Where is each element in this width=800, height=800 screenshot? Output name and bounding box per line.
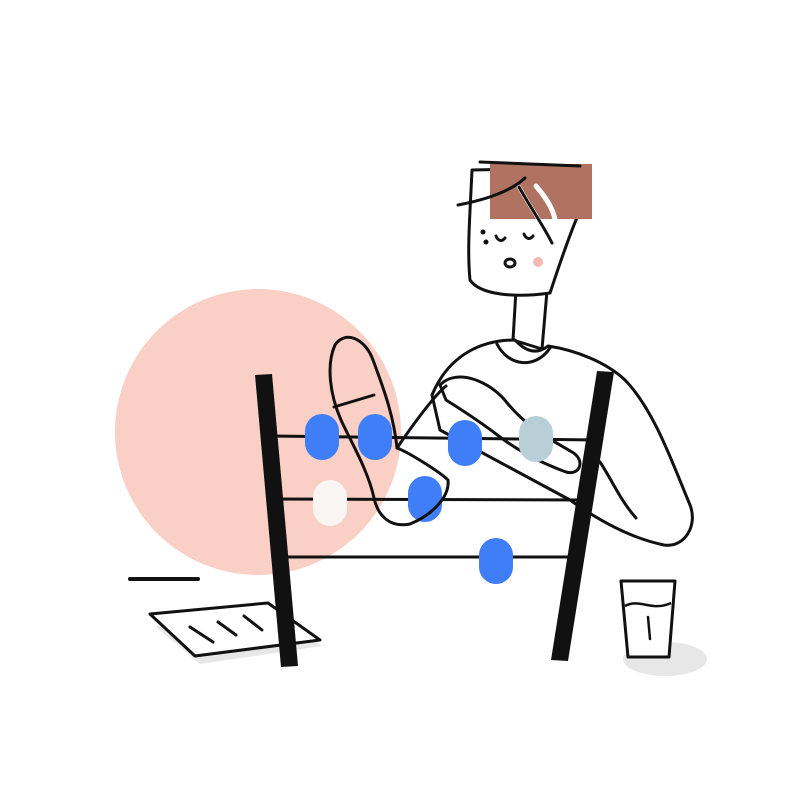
freckle xyxy=(483,239,489,245)
abacus-post-left xyxy=(255,374,298,667)
eye xyxy=(522,232,535,240)
raised-hand xyxy=(328,335,450,527)
freckle xyxy=(480,229,486,235)
person xyxy=(430,160,694,547)
eye xyxy=(494,234,507,242)
abacus-bead xyxy=(358,414,392,460)
abacus xyxy=(270,414,597,584)
abacus-bead xyxy=(448,420,482,466)
blush xyxy=(533,257,543,267)
mouth xyxy=(503,257,517,269)
abacus-bead xyxy=(305,414,339,460)
water-glass xyxy=(619,579,707,676)
abacus-post-right xyxy=(551,371,614,661)
abacus-bead xyxy=(519,416,553,462)
abacus-bead xyxy=(479,538,513,584)
abacus-bead xyxy=(313,480,347,526)
